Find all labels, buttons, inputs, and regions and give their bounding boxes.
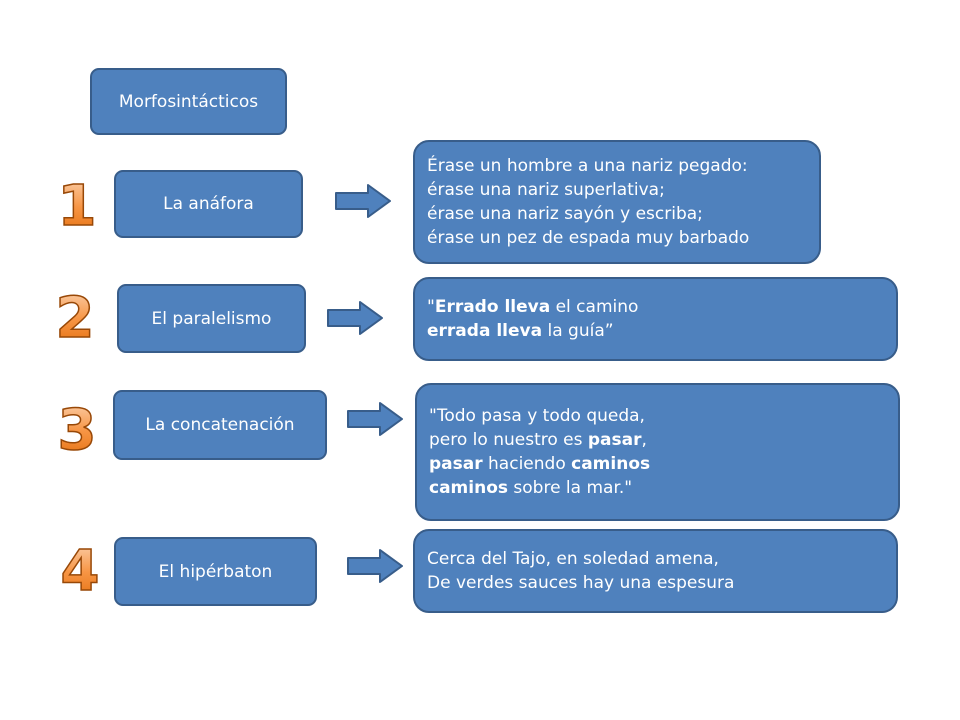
figure-3-name-box: La concatenación: [113, 390, 327, 460]
example-line: "Todo pasa y todo queda,: [429, 404, 886, 428]
example-line: pasar haciendo caminos: [429, 452, 886, 476]
emphasized-text: pasar: [587, 430, 642, 450]
number-2-icon: 2: [55, 292, 95, 352]
example-text: haciendo: [482, 454, 572, 474]
example-text: érase una nariz superlativa;: [427, 180, 665, 200]
figure-3-name: La concatenación: [145, 415, 295, 435]
figure-1-example-box: Érase un hombre a una nariz pegado: érase…: [413, 140, 821, 264]
example-line: Cerca del Tajo, en soledad amena,: [427, 547, 884, 571]
example-text: érase un pez de espada muy barbado: [427, 228, 750, 248]
example-text: Érase un hombre a una nariz pegado:: [427, 156, 748, 176]
figure-4-name-box: El hipérbaton: [114, 537, 317, 606]
example-text: ,: [641, 430, 647, 450]
emphasized-text: errada lleva: [427, 321, 543, 341]
example-line: érase un pez de espada muy barbado: [427, 226, 807, 250]
emphasized-text: Errado lleva: [434, 297, 551, 317]
example-line: De verdes sauces hay una espesura: [427, 571, 884, 595]
arrow-right-icon: [327, 301, 383, 335]
example-text: el camino: [550, 297, 639, 317]
arrow-right-icon: [335, 184, 391, 218]
number-1-icon: 1: [57, 180, 97, 240]
emphasized-text: caminos: [429, 478, 508, 498]
emphasized-text: pasar: [429, 454, 483, 474]
emphasized-text: caminos: [571, 454, 651, 474]
number-4-icon: 4: [60, 545, 100, 605]
example-line: pero lo nuestro es pasar,: [429, 428, 886, 452]
example-text: "Todo pasa y todo queda,: [429, 406, 645, 426]
example-text: pero lo nuestro es: [429, 430, 588, 450]
arrow-right-icon: [347, 402, 403, 436]
arrow-right-icon: [347, 549, 403, 583]
figure-1-name-box: La anáfora: [114, 170, 303, 238]
example-line: caminos sobre la mar.": [429, 476, 886, 500]
figure-1-name: La anáfora: [163, 194, 254, 214]
number-3-icon: 3: [57, 404, 97, 464]
example-line: érase una nariz sayón y escriba;: [427, 202, 807, 226]
number-4-text: 4: [61, 545, 100, 604]
example-line: errada lleva la guía”: [427, 319, 884, 343]
category-header-box: Morfosintácticos: [90, 68, 287, 135]
example-text: érase una nariz sayón y escriba;: [427, 204, 703, 224]
figure-2-name: El paralelismo: [151, 308, 272, 329]
example-text: ": [427, 297, 435, 317]
example-line: érase una nariz superlativa;: [427, 178, 807, 202]
number-1-text: 1: [58, 180, 97, 239]
example-text: Cerca del Tajo, en soledad amena,: [427, 549, 719, 569]
example-line: Érase un hombre a una nariz pegado:: [427, 154, 807, 178]
figure-3-example-box: "Todo pasa y todo queda,pero lo nuestro …: [415, 383, 900, 521]
example-line: "Errado lleva el camino: [427, 295, 884, 319]
figure-2-name-box: El paralelismo: [117, 284, 306, 353]
example-text: sobre la mar.": [508, 478, 633, 498]
figure-4-name: El hipérbaton: [158, 561, 273, 582]
example-text: la guía”: [542, 321, 614, 341]
number-3-text: 3: [58, 404, 97, 463]
number-2-text: 2: [56, 292, 95, 351]
category-header-label: Morfosintácticos: [118, 91, 259, 112]
figure-4-example-box: Cerca del Tajo, en soledad amena, De verd…: [413, 529, 898, 613]
example-text: De verdes sauces hay una espesura: [427, 573, 735, 593]
